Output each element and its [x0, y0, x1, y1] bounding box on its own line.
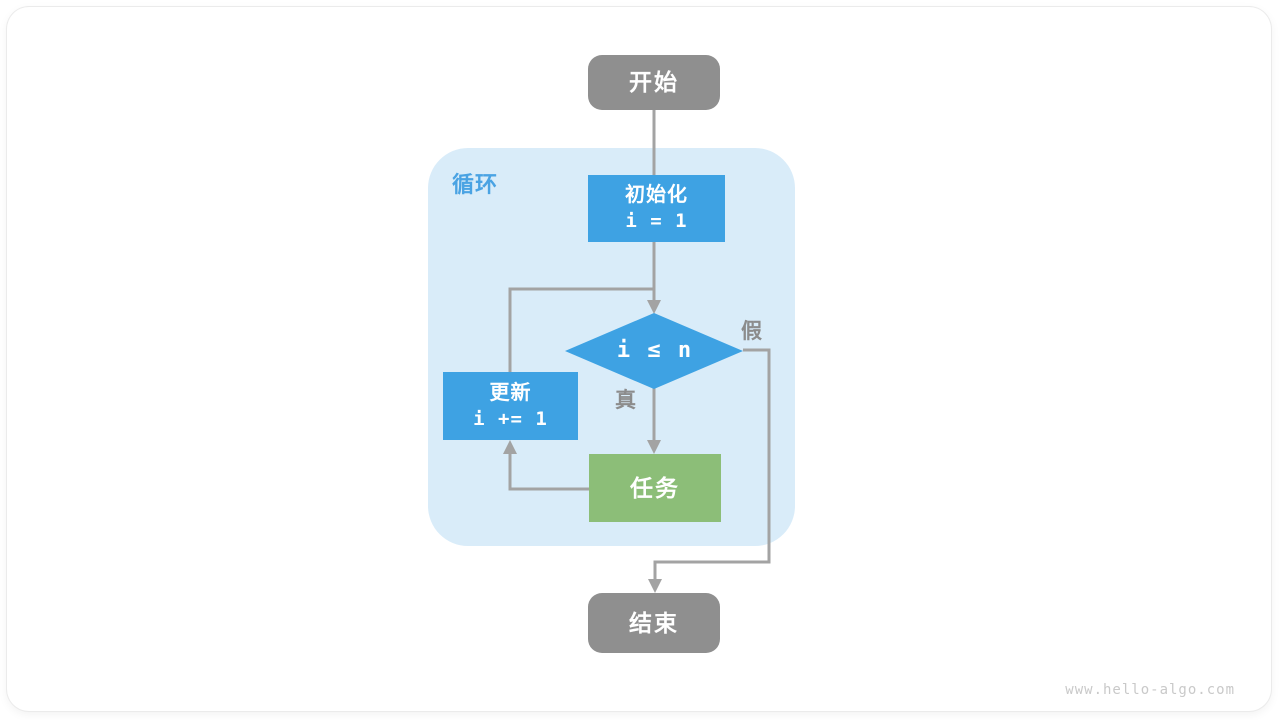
- start-node: 开始: [588, 55, 720, 110]
- update-node-code: i += 1: [473, 407, 548, 430]
- update-node: 更新 i += 1: [443, 372, 578, 440]
- end-node: 结束: [588, 593, 720, 653]
- watermark: www.hello-algo.com: [1065, 682, 1235, 698]
- false-edge-label: 假: [741, 320, 762, 343]
- condition-diamond-shape: [565, 313, 743, 389]
- init-node-label: 初始化: [625, 184, 688, 207]
- task-node-label: 任务: [630, 474, 680, 501]
- true-edge-label: 真: [615, 389, 636, 412]
- task-node: 任务: [589, 454, 721, 522]
- init-node-code: i = 1: [625, 210, 688, 233]
- end-node-label: 结束: [629, 609, 679, 636]
- start-node-label: 开始: [629, 69, 679, 96]
- loop-container-label: 循环: [452, 172, 499, 197]
- condition-diamond: [565, 313, 743, 389]
- condition-label: i ≤ n: [616, 337, 694, 363]
- update-node-label: 更新: [489, 381, 532, 404]
- init-node: 初始化 i = 1: [588, 175, 725, 242]
